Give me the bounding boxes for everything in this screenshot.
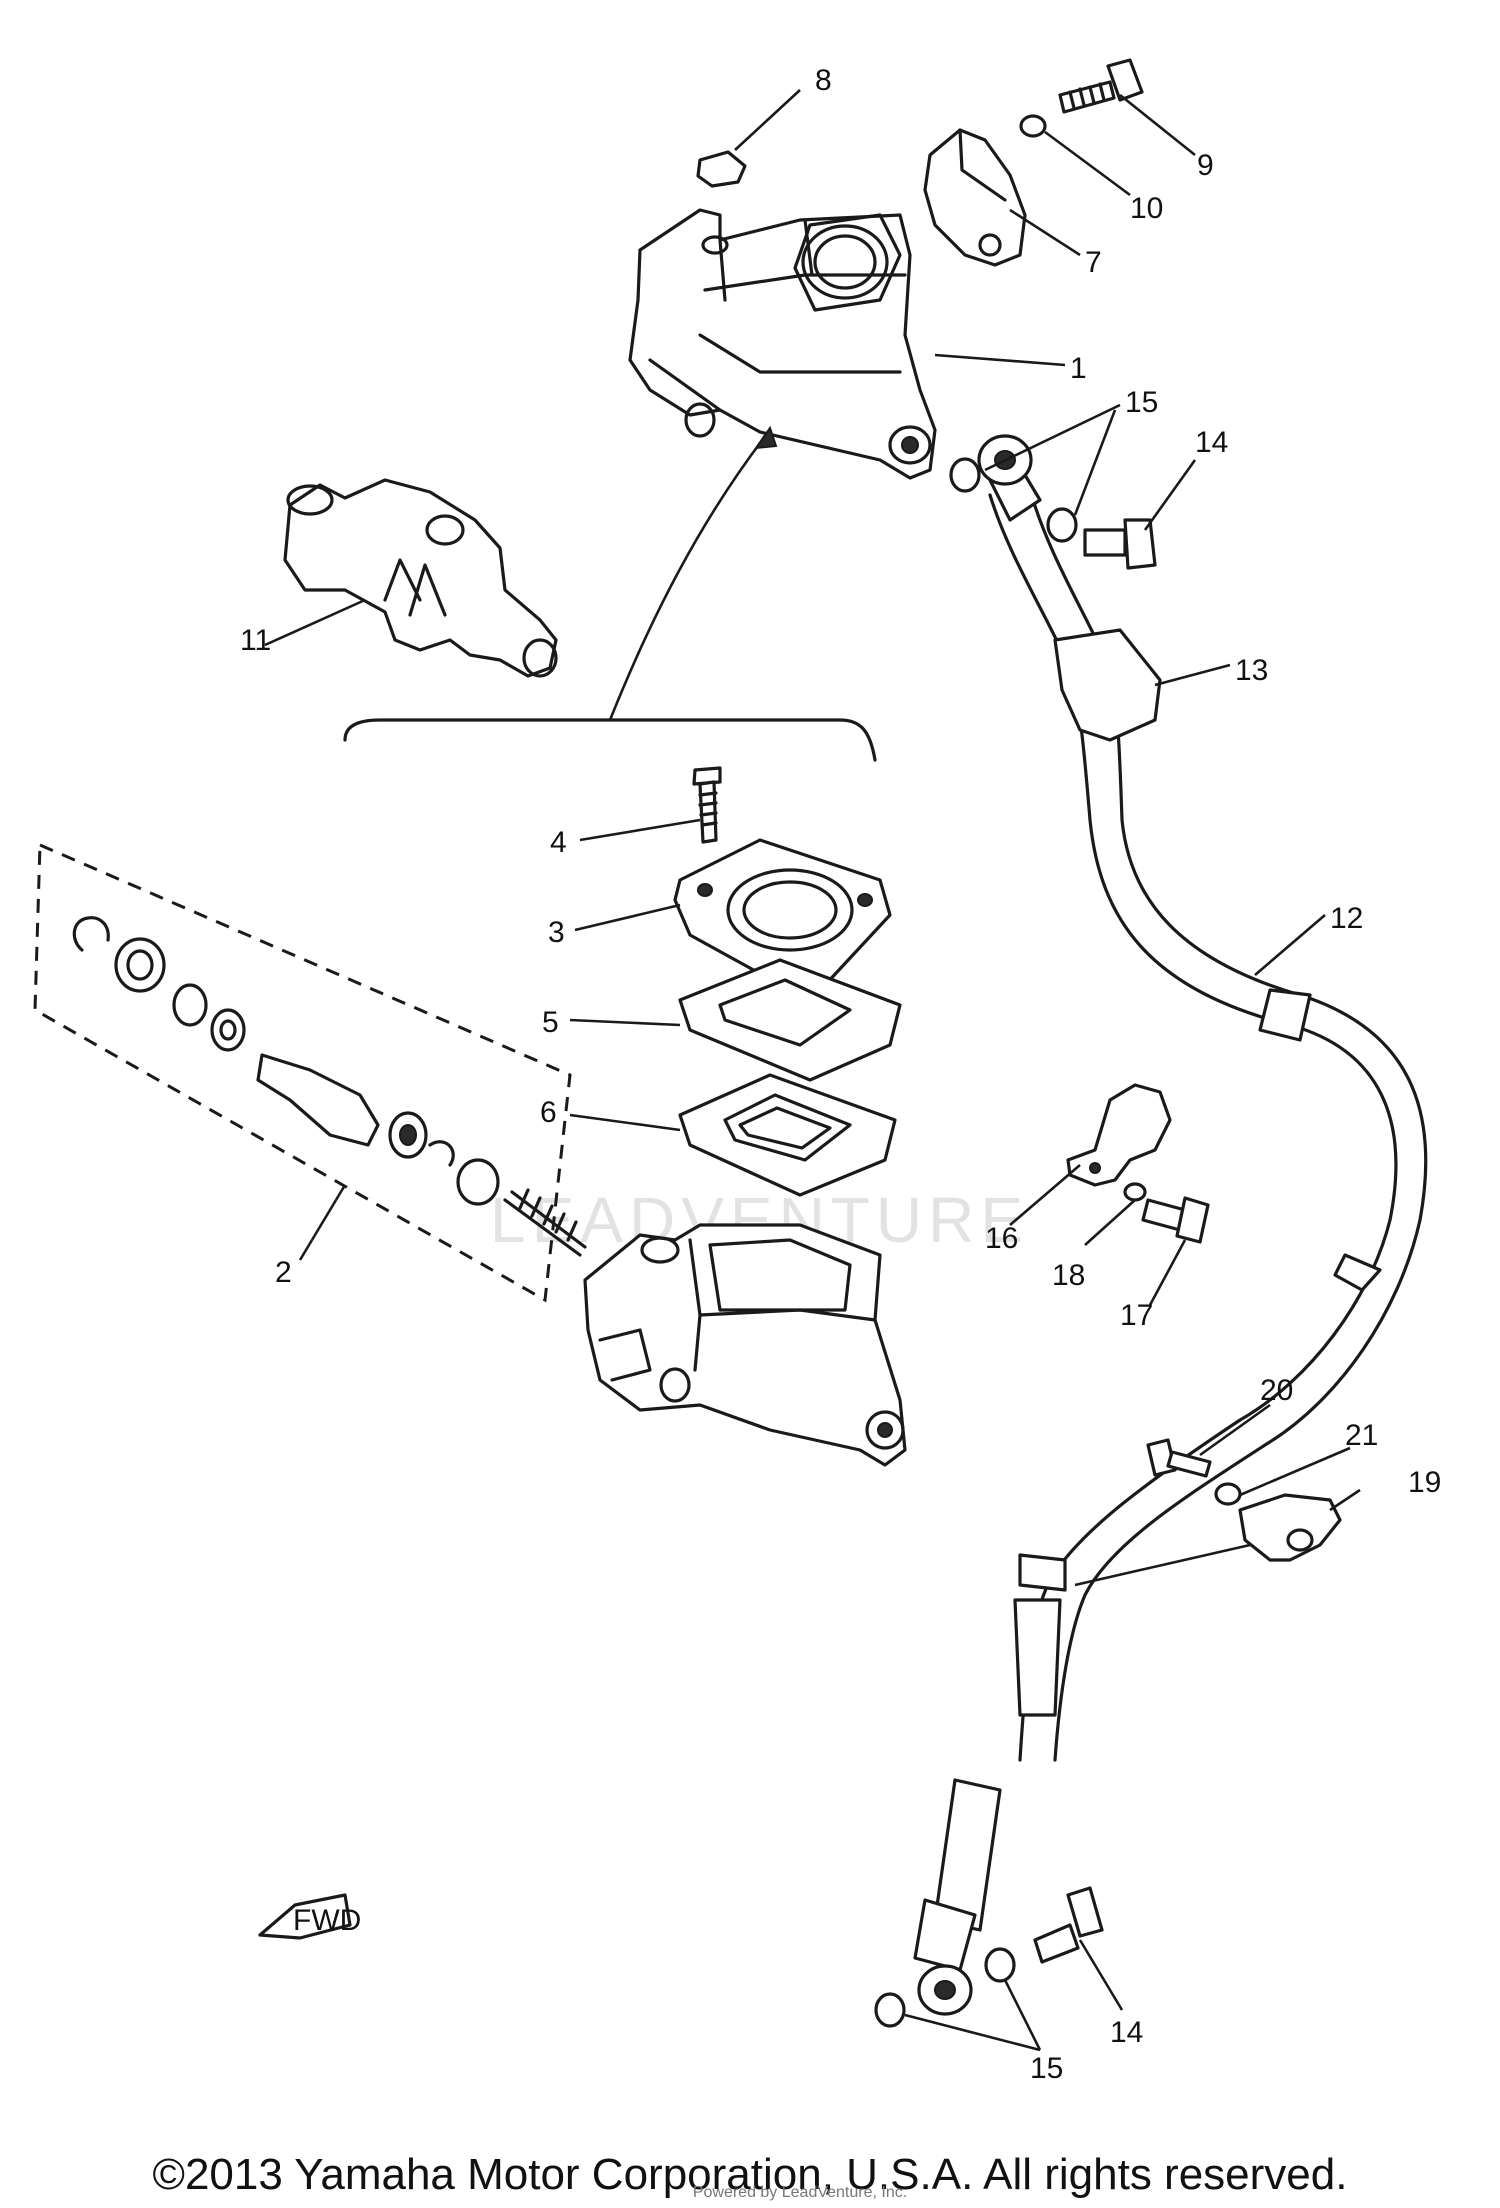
cap-part xyxy=(696,150,747,188)
clamp-washer-part xyxy=(1123,1182,1147,1202)
union-bolt-top xyxy=(1083,518,1157,570)
hose-guide-part xyxy=(1238,1493,1342,1562)
fwd-label: FWD xyxy=(293,1904,361,1937)
callout-14-bottom: 14 xyxy=(1110,2016,1143,2049)
callout-4: 4 xyxy=(550,826,567,859)
clamp-bolt-part xyxy=(1141,1196,1210,1244)
powered-by-note: Powered by LeadVenture, Inc. xyxy=(692,2184,908,2201)
callout-12: 12 xyxy=(1330,902,1363,935)
callout-17: 17 xyxy=(1120,1299,1153,1332)
callout-20: 20 xyxy=(1260,1374,1293,1407)
callout-14-top: 14 xyxy=(1195,426,1228,459)
washer-top-a xyxy=(949,457,981,493)
piston-kit-outline xyxy=(33,842,572,1303)
washer-bottom-a xyxy=(874,1992,906,2028)
master-cylinder-lower xyxy=(583,1223,907,1467)
callout-10: 10 xyxy=(1130,192,1163,225)
screw-part xyxy=(692,766,722,844)
callout-2: 2 xyxy=(275,1256,292,1289)
alternate-body-part xyxy=(283,478,558,678)
plate-part xyxy=(678,958,902,1082)
holder-part xyxy=(923,128,1027,267)
callout-21: 21 xyxy=(1345,1419,1378,1452)
guide-washer-part xyxy=(1214,1482,1242,1506)
union-bolt-bottom xyxy=(1033,1886,1104,1964)
copyright-notice: ©2013 Yamaha Motor Corporation, U.S.A. A… xyxy=(152,2150,1348,2199)
callout-19: 19 xyxy=(1408,1466,1441,1499)
clamp-part xyxy=(1066,1083,1172,1187)
diaphragm-part xyxy=(678,1073,897,1197)
callout-8: 8 xyxy=(815,64,832,97)
callout-1: 1 xyxy=(1070,352,1087,385)
callout-9: 9 xyxy=(1197,149,1214,182)
callout-7: 7 xyxy=(1085,246,1102,279)
callout-18: 18 xyxy=(1052,1259,1085,1292)
guide-bolt-part xyxy=(1146,1438,1212,1478)
callout-15-top: 15 xyxy=(1125,386,1158,419)
master-cylinder-top xyxy=(628,208,937,480)
callout-6: 6 xyxy=(540,1096,557,1129)
callout-13: 13 xyxy=(1235,654,1268,687)
fwd-arrow-icon: FWD xyxy=(258,1893,361,1940)
washer-bottom-b xyxy=(984,1947,1016,1983)
washer-part xyxy=(1019,114,1047,138)
callout-5: 5 xyxy=(542,1006,559,1039)
callout-11: 11 xyxy=(240,624,271,657)
callout-16: 16 xyxy=(985,1222,1018,1255)
bolt-part xyxy=(1058,58,1144,114)
callout-3: 3 xyxy=(548,916,565,949)
piston-kit-parts xyxy=(72,916,587,1257)
callout-15-bottom: 15 xyxy=(1030,2052,1063,2085)
washer-top-b xyxy=(1046,507,1078,543)
